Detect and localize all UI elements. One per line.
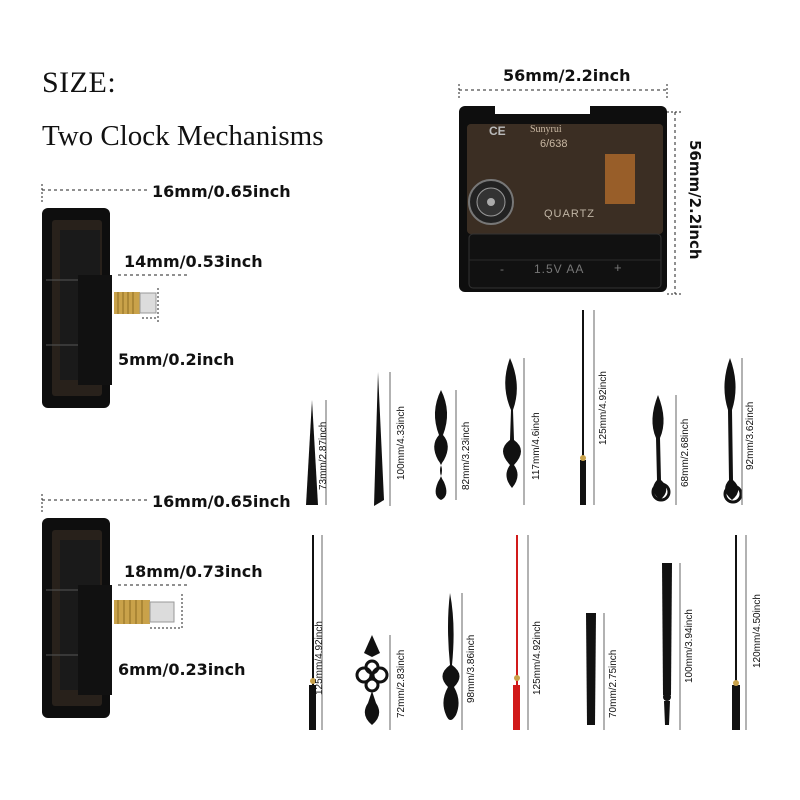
quartz-text: QUARTZ [544,208,596,220]
model-text: 6/638 [540,138,568,150]
top-depth-label: 16mm/0.65inch [152,182,291,201]
subtitle-heading: Two Clock Mechanisms [42,120,324,152]
top-shaft-label: 14mm/0.53inch [124,252,263,271]
battery-plus: + [614,260,622,275]
hand-1-5-label: 125mm/4.92inch [598,371,609,445]
movement-side-top [41,184,188,408]
hand-2-2-label: 72mm/2.83inch [396,649,407,718]
hand-1-7 [723,358,743,505]
movement-side-bottom [41,494,190,718]
bottom-shaft-label: 18mm/0.73inch [124,562,263,581]
hands-row-1 [306,310,743,506]
battery-minus: - [500,262,504,276]
hand-2-3 [442,593,463,730]
hand-1-2-label: 100mm/4.33inch [396,406,407,480]
hand-2-5-label: 70mm/2.75inch [608,649,619,718]
hand-1-5 [580,310,595,505]
hand-2-5 [586,613,605,730]
hand-1-4 [503,358,525,505]
hand-1-3 [434,390,457,500]
hand-1-7-label: 92mm/3.62inch [745,401,756,470]
hand-2-1-label: 125mm/4.92inch [314,621,325,695]
brand-text: Sunyrui [530,124,562,135]
hand-2-3-label: 98mm/3.86inch [466,634,477,703]
hand-2-7 [732,535,747,730]
hand-2-6-label: 100mm/3.94inch [684,609,695,683]
hand-2-4 [513,535,529,730]
hand-2-4-label: 125mm/4.92inch [532,621,543,695]
hand-1-3-label: 82mm/3.23inch [461,421,472,490]
hand-1-1-label: 73mm/2.87inch [318,421,329,490]
ce-mark: CE [489,124,506,138]
hand-2-2 [355,635,391,730]
front-height-label: 56mm/2.2inch [686,140,704,260]
hand-1-4-label: 117mm/4.6inch [531,412,542,480]
battery-text: 1.5V AA [534,262,585,276]
hand-2-1 [309,535,323,730]
bottom-depth-label: 16mm/0.65inch [152,492,291,511]
hand-1-6-label: 68mm/2.68inch [680,418,691,487]
hand-2-6 [662,563,681,730]
size-heading: SIZE: [42,66,117,99]
movement-front [458,84,683,295]
top-tip-label: 5mm/0.2inch [118,350,235,369]
hand-2-7-label: 120mm/4.50inch [752,594,763,668]
bottom-tip-label: 6mm/0.23inch [118,660,246,679]
hand-1-1 [306,400,327,505]
hand-1-2 [374,372,391,506]
hand-1-6 [651,395,677,505]
front-width-label: 56mm/2.2inch [503,66,631,85]
hands-row-2 [309,535,747,730]
